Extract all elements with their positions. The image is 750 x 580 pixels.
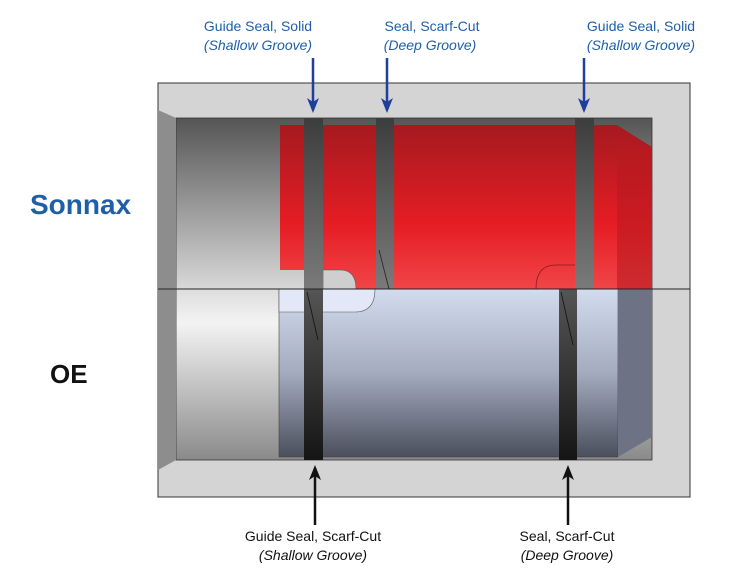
callout-top-1-note: (Shallow Groove) <box>204 37 312 53</box>
callout-top-3-name: Guide Seal, Solid <box>587 18 695 34</box>
oe-label: OE <box>50 359 88 389</box>
seal-guide-solid-2 <box>575 118 594 289</box>
bore-chamfer-left <box>158 110 176 470</box>
callout-bottom-1-name: Guide Seal, Scarf-Cut <box>245 528 381 544</box>
top-arrowheads <box>307 98 590 113</box>
sonnax-valve <box>280 118 652 290</box>
oe-seal-guide-scarf-cut <box>304 289 323 460</box>
seal-guide-solid-1 <box>304 118 323 289</box>
callout-bottom-1-note: (Shallow Groove) <box>259 547 367 563</box>
top-arrows <box>311 58 586 110</box>
seal-scarf-cut <box>376 118 394 289</box>
oe-seal-scarf-cut <box>559 289 577 460</box>
callout-top-2-name: Seal, Scarf-Cut <box>385 18 480 34</box>
sonnax-label: Sonnax <box>30 189 132 220</box>
callout-top-2-note: (Deep Groove) <box>384 37 477 53</box>
callout-bottom-2-name: Seal, Scarf-Cut <box>520 528 615 544</box>
bottom-arrowheads <box>309 465 574 480</box>
callout-top-3-note: (Shallow Groove) <box>587 37 695 53</box>
oe-valve <box>278 288 652 460</box>
callout-bottom-2-note: (Deep Groove) <box>521 547 614 563</box>
bottom-arrows <box>313 468 570 525</box>
callout-top-1-name: Guide Seal, Solid <box>204 18 312 34</box>
